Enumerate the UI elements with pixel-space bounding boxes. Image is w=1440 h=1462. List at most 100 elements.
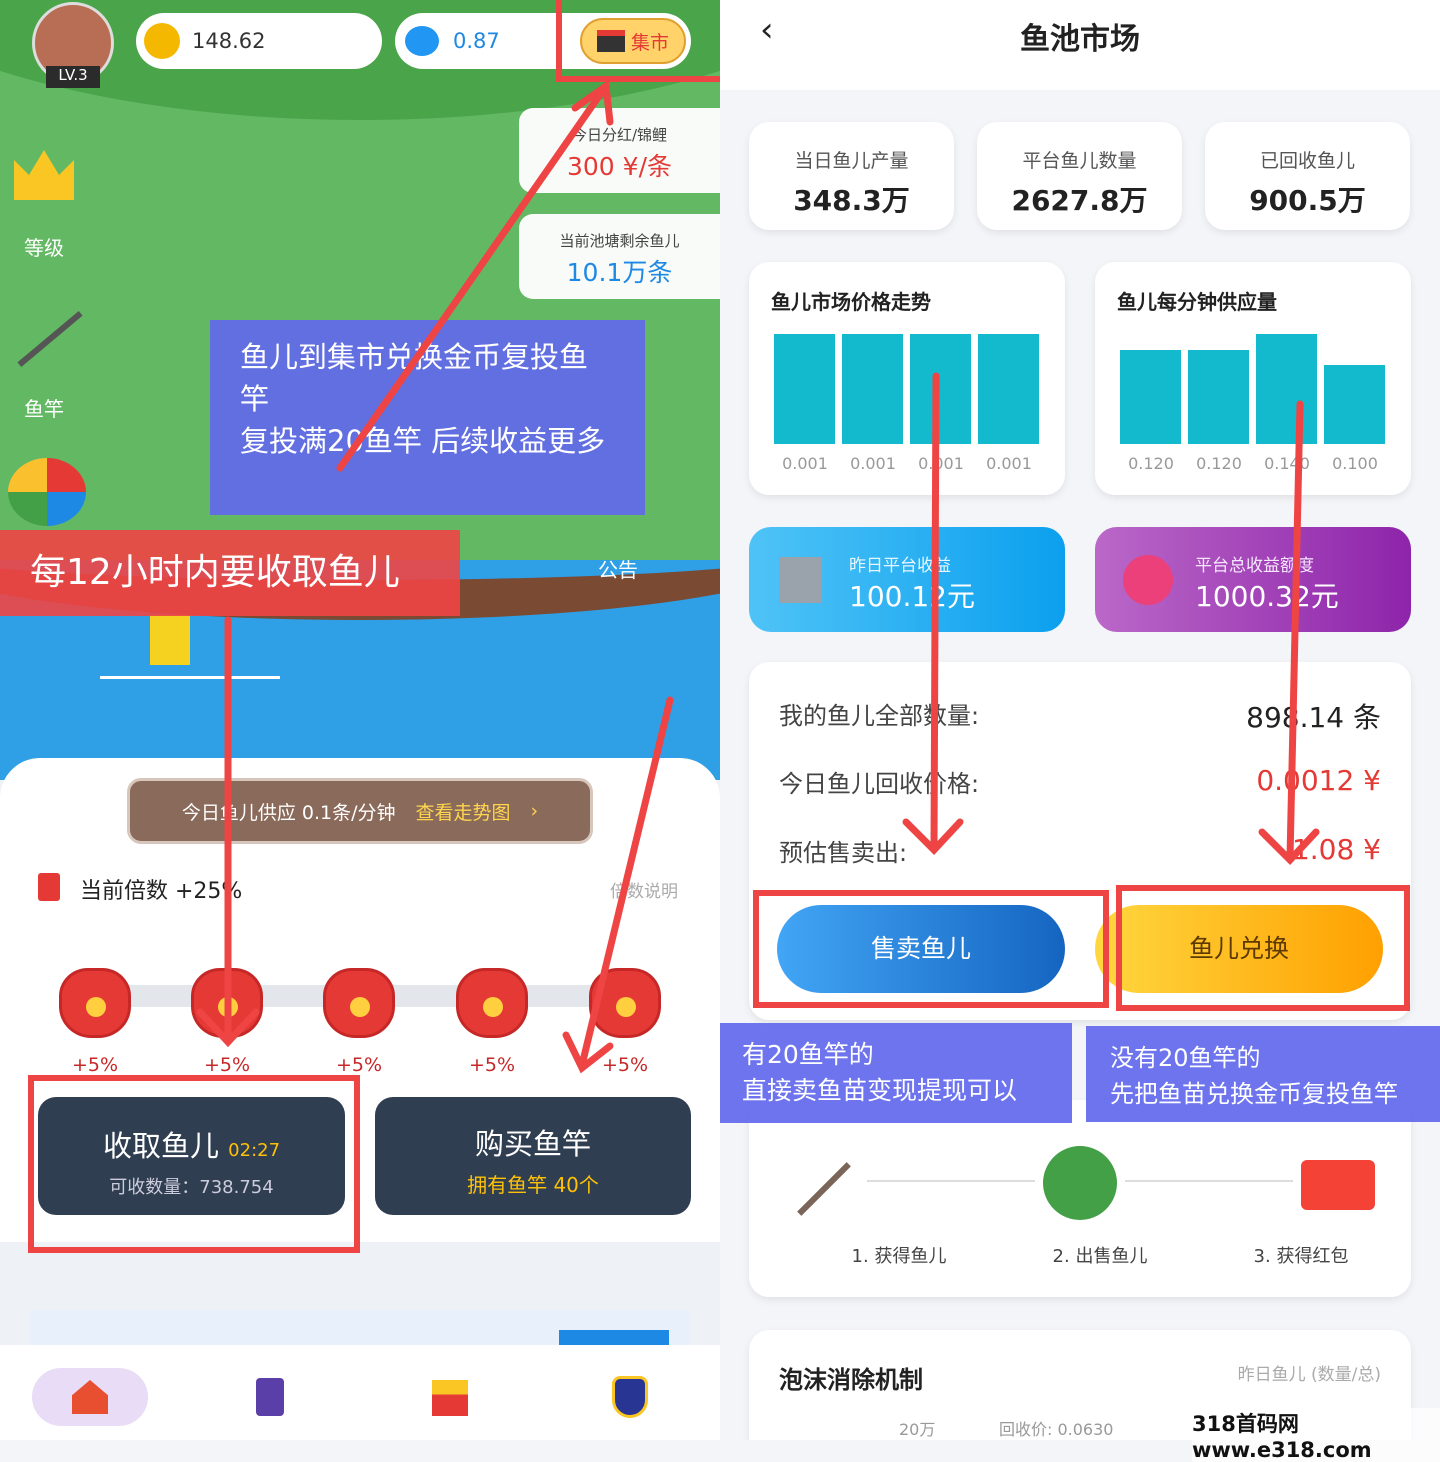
stat-value: 2627.8万 [1011,184,1148,217]
collect-amount: 可收数量：738.754 [109,1177,274,1198]
stat-card: 已回收鱼儿 900.5万 [1205,122,1410,230]
bonus-bag-icon[interactable] [456,968,528,1038]
bubble-amount: 20万 [899,1420,936,1439]
lucky-wheel-icon[interactable] [8,458,86,526]
stat-label: 已回收鱼儿 [1259,150,1355,172]
chart-bar [1120,349,1181,444]
sell-panel: 我的鱼儿全部数量:898.14 条 今日鱼儿回收价格:0.0012 ¥ 预估售卖… [749,662,1411,1020]
page-title: 鱼池市场 [1020,22,1140,57]
coin-value: 148.62 [192,29,266,53]
pond-remaining-value: 10.1万条 [566,258,673,287]
price-trend-chart: 鱼儿市场价格走势 0.001 0.001 0.001 0.001 [749,262,1065,495]
buy-rod-button[interactable]: 购买鱼竿 拥有鱼竿 40个 [375,1097,691,1215]
collect-timer: 02:27 [228,1140,281,1161]
chart-title: 鱼儿市场价格走势 [771,290,931,314]
step-connector [867,1180,1035,1182]
annotation-highlight [28,1075,360,1253]
bar-value-label: 0.001 [850,454,896,473]
annotation-note: 有20鱼竿的 直接卖鱼苗变现提现可以 [720,1023,1072,1123]
market-label: 集市 [630,31,669,54]
my-fish-value: 898.14 条 [1246,701,1381,734]
annotation-note: 没有20鱼竿的 先把鱼苗兑换金币复投鱼竿 [1086,1026,1440,1122]
pond-remaining-label: 当前池塘剩余鱼儿 [559,232,680,250]
annotation-highlight [753,890,1109,1008]
fishing-game-screen: LV.3 148.62 0.87 集市 今日分红/锦鲤 300 ¥/条 当前池塘… [0,0,720,1440]
market-button[interactable]: 集市 [580,18,686,64]
shop-icon [596,30,625,52]
annotation-banner: 每12小时内要收取鱼儿 [0,530,460,616]
chart-bar [1324,365,1385,444]
multiplier-icon [38,873,60,901]
back-chevron-icon[interactable]: ‹ [760,10,774,50]
header [720,0,1440,90]
multiplier-label: 当前倍数 +25% [80,879,243,904]
steps-card: 1. 获得鱼儿 2. 出售鱼儿 3. 获得红包 [749,1100,1411,1297]
bonus-label: +5% [203,1054,251,1076]
dividend-label: 今日分红/锦鲤 [571,126,668,144]
stat-label: 平台鱼儿数量 [1022,150,1137,172]
buy-title: 购买鱼竿 [474,1127,591,1161]
avatar[interactable] [32,2,114,84]
stat-value: 900.5万 [1249,184,1366,217]
rod-count: 拥有鱼竿 40个 [467,1173,599,1197]
income-value: 100.12元 [849,580,975,613]
bar-value-label: 0.120 [1128,454,1174,473]
bonus-bag-icon[interactable] [59,968,131,1038]
bar-value-label: 0.120 [1196,454,1242,473]
gem-value: 0.87 [453,29,500,53]
annotation-highlight [1116,885,1410,1011]
annotation-highlight [556,0,720,82]
income-label: 平台总收益额度 [1195,556,1314,576]
coin-balance[interactable]: 148.62 [136,13,382,69]
bar-value-label: 0.001 [918,454,964,473]
recycle-price-value: 0.0012 ¥ [1256,764,1381,797]
bar-value-label: 0.100 [1332,454,1378,473]
supply-bar: 今日鱼儿供应 0.1条/分钟 查看走势图 › [127,778,593,844]
chart-bar [978,334,1039,444]
level-badge: LV.3 [46,66,100,88]
watermark: 318首码网 www.e318.com [1192,1408,1440,1462]
stat-label: 当日鱼儿产量 [794,150,909,172]
announcement-button[interactable]: 公告 [598,558,638,582]
step-label: 3. 获得红包 [1253,1246,1349,1267]
bonus-label: +5% [601,1054,649,1076]
red-packet-icon [1301,1160,1375,1210]
view-trend-link[interactable]: 查看走势图 [415,801,511,824]
sidebar-item-level[interactable]: 等级 [24,236,64,260]
recycle-price-label: 今日鱼儿回收价格: [779,770,980,798]
yesterday-income-card: 昨日平台收益 100.12元 [749,527,1065,632]
chart-bar [774,334,835,444]
bonus-bag-icon[interactable] [323,968,395,1038]
collect-title: 收取鱼儿 [102,1129,219,1163]
step-label: 1. 获得鱼儿 [851,1246,947,1267]
annotation-arrows [902,372,1320,866]
bubble-sub: 昨日鱼儿 (数量/总) [1237,1365,1381,1385]
step-connector [1125,1180,1293,1182]
collect-fish-button[interactable]: 收取鱼儿 02:27 可收数量：738.754 [38,1097,345,1215]
exchange-fish-button[interactable]: 鱼儿兑换 [1095,905,1383,993]
shield-icon[interactable] [612,1376,648,1418]
step-label: 2. 出售鱼儿 [1052,1246,1148,1267]
fisherman [150,615,190,665]
bar-value-label: 0.001 [986,454,1032,473]
annotation-note: 鱼儿到集市兑换金币复投鱼竿 复投满20鱼竿 后续收益更多 [210,320,645,515]
pond-remaining-card: 当前池塘剩余鱼儿 10.1万条 [519,214,720,299]
bubble-title: 泡沫消除机制 [779,1366,923,1394]
sell-fish-button[interactable]: 售卖鱼儿 [777,905,1065,993]
estimated-label: 预估售卖出: [779,839,908,867]
ranking-icon[interactable] [432,1380,468,1416]
bonus-label: +5% [468,1054,516,1076]
dividend-value: 300 ¥/条 [567,152,672,181]
bubble-recycle-price: 回收价: 0.0630 [999,1420,1114,1439]
coin-icon [144,23,180,59]
game-icon[interactable] [256,1378,284,1416]
income-value: 1000.32元 [1195,580,1339,613]
bar-value-label: 0.001 [782,454,828,473]
chevron-right-icon: › [530,800,539,822]
sidebar-item-rod[interactable]: 鱼竿 [24,397,64,421]
chart-bar [842,334,903,444]
wallet-icon [779,557,821,603]
